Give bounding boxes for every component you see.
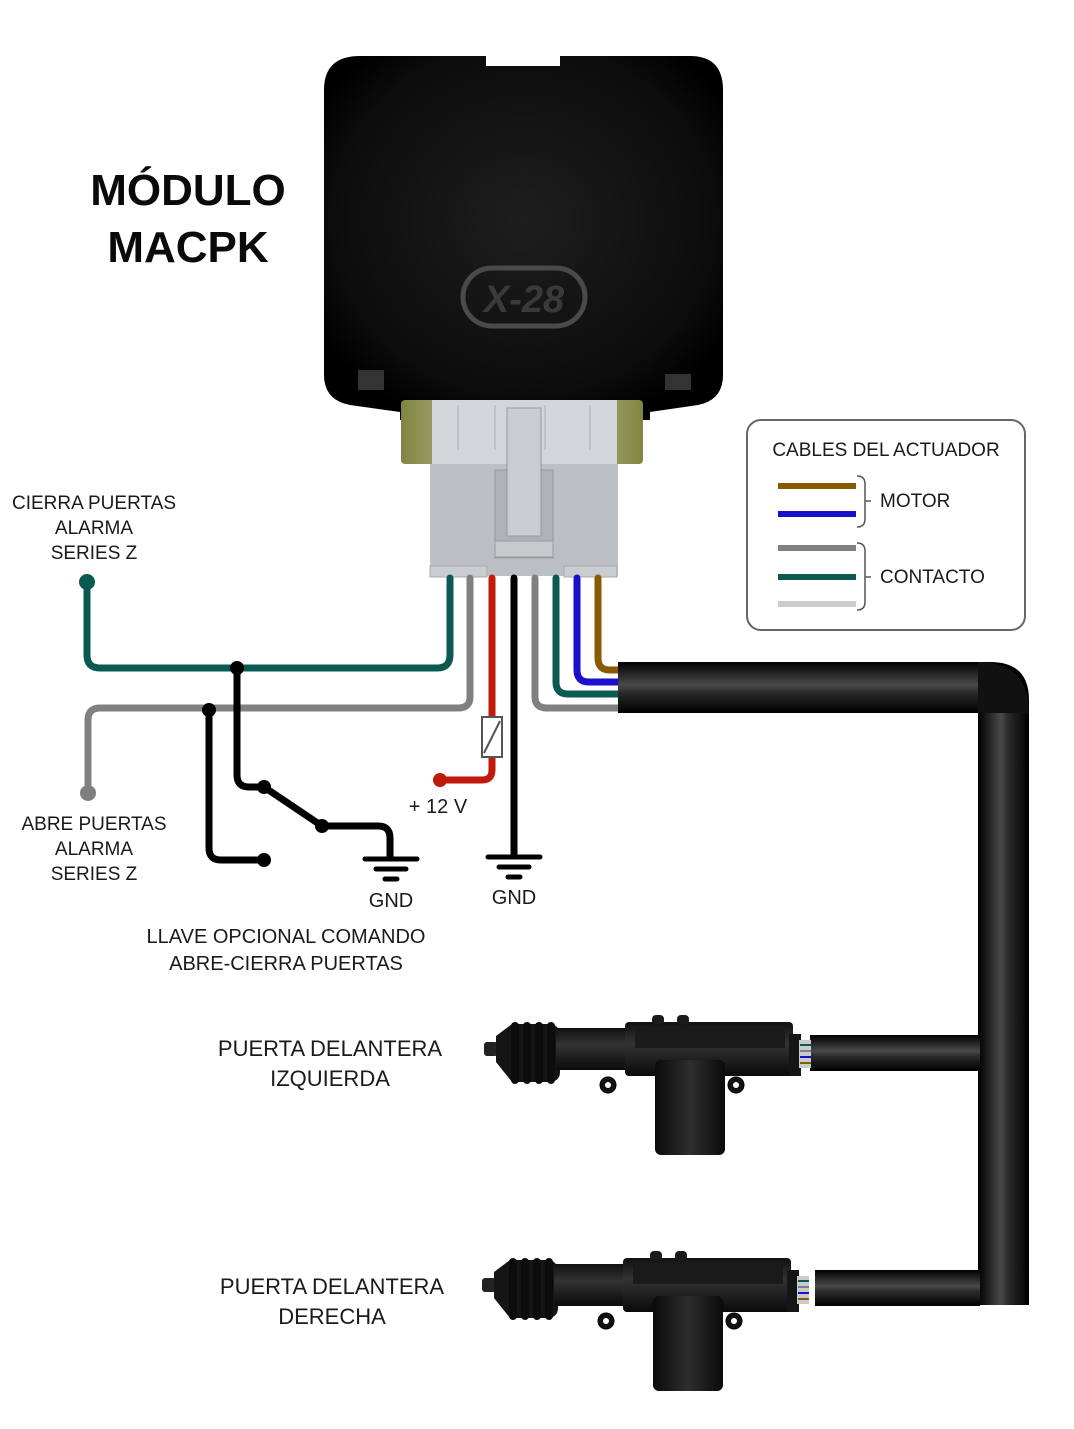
actuator-boot-ribs bbox=[511, 1022, 555, 1084]
svg-text:CIERRA PUERTAS: CIERRA PUERTAS bbox=[12, 493, 176, 514]
harness-cable bbox=[618, 662, 1029, 1305]
svg-text:ABRE PUERTAS: ABRE PUERTAS bbox=[21, 814, 166, 835]
connector-lip-right bbox=[563, 565, 618, 578]
actuator-tip bbox=[482, 1278, 496, 1292]
title-line-1: MÓDULO bbox=[90, 165, 286, 215]
wire-teal-contact bbox=[552, 574, 624, 698]
module-foot-right bbox=[665, 374, 691, 390]
optional-switch bbox=[205, 664, 394, 864]
branch-cable-left bbox=[810, 1035, 980, 1071]
actuator-nub-2 bbox=[675, 1251, 687, 1261]
module-foot-left bbox=[358, 370, 384, 390]
actuator-housing-top bbox=[633, 1262, 783, 1284]
gnd-label-left: GND bbox=[369, 890, 413, 912]
legend-title: CABLES DEL ACTUADOR bbox=[772, 440, 999, 461]
svg-text:SERIES Z: SERIES Z bbox=[51, 543, 138, 564]
actuator-end-cap bbox=[789, 1034, 801, 1076]
wire-gray-open bbox=[84, 574, 474, 797]
actuator-nub-1 bbox=[650, 1251, 662, 1261]
connector-latch-base bbox=[494, 540, 554, 558]
actuator-boot-rib bbox=[509, 1258, 517, 1320]
actuator-ear-hole bbox=[605, 1082, 611, 1088]
svg-text:PUERTA DELANTERA: PUERTA DELANTERA bbox=[218, 1036, 442, 1061]
close-input-terminal bbox=[79, 574, 95, 590]
legend-bracket-contacto bbox=[856, 542, 871, 611]
actuator-ear-hole bbox=[731, 1318, 737, 1324]
actuator-right bbox=[482, 1251, 809, 1391]
gnd-label-right: GND bbox=[492, 887, 536, 909]
svg-text:ALARMA: ALARMA bbox=[55, 839, 133, 860]
switch-nodes bbox=[202, 661, 329, 867]
module-macpk: X-28 bbox=[324, 56, 723, 578]
legend-label-motor: MOTOR bbox=[880, 491, 950, 512]
legend-label-contacto: CONTACTO bbox=[880, 567, 985, 588]
svg-text:DERECHA: DERECHA bbox=[278, 1304, 386, 1329]
actuator-motor-can bbox=[655, 1060, 725, 1155]
actuator-motor-can bbox=[653, 1296, 723, 1391]
actuator-boot-rib bbox=[545, 1258, 553, 1320]
power-label: + 12 V bbox=[409, 796, 468, 818]
fuse-icon bbox=[481, 716, 503, 758]
actuator-right-label: PUERTA DELANTERA DERECHA bbox=[220, 1274, 444, 1329]
actuator-wire-ends bbox=[799, 1040, 811, 1068]
title-line-2: MACPK bbox=[107, 223, 269, 272]
gnd-symbol-right bbox=[485, 854, 543, 880]
actuator-boot-rib bbox=[533, 1258, 541, 1320]
actuator-boot-rib bbox=[547, 1022, 555, 1084]
svg-text:IZQUIERDA: IZQUIERDA bbox=[270, 1066, 390, 1091]
branch-cable-right bbox=[815, 1270, 980, 1306]
connector-latch bbox=[506, 407, 542, 537]
legend-box: CABLES DEL ACTUADOR MOTOR CONTACTO bbox=[746, 419, 1026, 631]
svg-text:PUERTA DELANTERA: PUERTA DELANTERA bbox=[220, 1274, 444, 1299]
open-input-terminal bbox=[80, 785, 96, 801]
svg-text:X-28: X-28 bbox=[482, 279, 565, 321]
connector-lip-left bbox=[429, 565, 488, 578]
svg-text:ABRE-CIERRA PUERTAS: ABRE-CIERRA PUERTAS bbox=[169, 953, 403, 975]
x28-logo: X-28 bbox=[460, 265, 588, 329]
actuator-boot-rib bbox=[511, 1022, 519, 1084]
wire-brown-motor bbox=[594, 574, 624, 674]
actuator-nub-2 bbox=[677, 1015, 689, 1025]
wire-teal-close bbox=[83, 574, 454, 672]
close-input-label: CIERRA PUERTAS ALARMA SERIES Z bbox=[12, 493, 176, 564]
actuator-shaft bbox=[556, 1028, 630, 1070]
actuator-boot-ribs bbox=[509, 1258, 553, 1320]
actuator-tip bbox=[484, 1042, 498, 1056]
optional-switch-label: LLAVE OPCIONAL COMANDO ABRE-CIERRA PUERT… bbox=[147, 926, 426, 975]
actuator-housing-top bbox=[635, 1026, 785, 1048]
actuator-boot-rib bbox=[523, 1022, 531, 1084]
gnd-symbol-left bbox=[362, 856, 420, 882]
wire-red-power-lower bbox=[436, 751, 496, 784]
actuator-left-label: PUERTA DELANTERA IZQUIERDA bbox=[218, 1036, 442, 1091]
actuator-wire-ends bbox=[797, 1276, 809, 1304]
actuator-left bbox=[484, 1015, 811, 1155]
actuator-ear-hole bbox=[733, 1082, 739, 1088]
svg-text:SERIES Z: SERIES Z bbox=[51, 864, 138, 885]
actuator-boot-rib bbox=[535, 1022, 543, 1084]
actuator-nub-1 bbox=[652, 1015, 664, 1025]
wire-blue-motor bbox=[573, 574, 624, 686]
open-input-label: ABRE PUERTAS ALARMA SERIES Z bbox=[21, 814, 166, 885]
power-terminal bbox=[433, 773, 447, 787]
module-body bbox=[324, 56, 723, 420]
svg-text:LLAVE OPCIONAL COMANDO: LLAVE OPCIONAL COMANDO bbox=[147, 926, 426, 948]
actuator-ear-hole bbox=[603, 1318, 609, 1324]
wire-gray-contact bbox=[531, 574, 624, 712]
svg-text:ALARMA: ALARMA bbox=[55, 518, 133, 539]
actuator-shaft bbox=[554, 1264, 628, 1306]
wires bbox=[83, 574, 624, 860]
actuator-boot-rib bbox=[521, 1258, 529, 1320]
legend-bracket-motor bbox=[856, 475, 871, 528]
actuator-end-cap bbox=[787, 1270, 799, 1312]
